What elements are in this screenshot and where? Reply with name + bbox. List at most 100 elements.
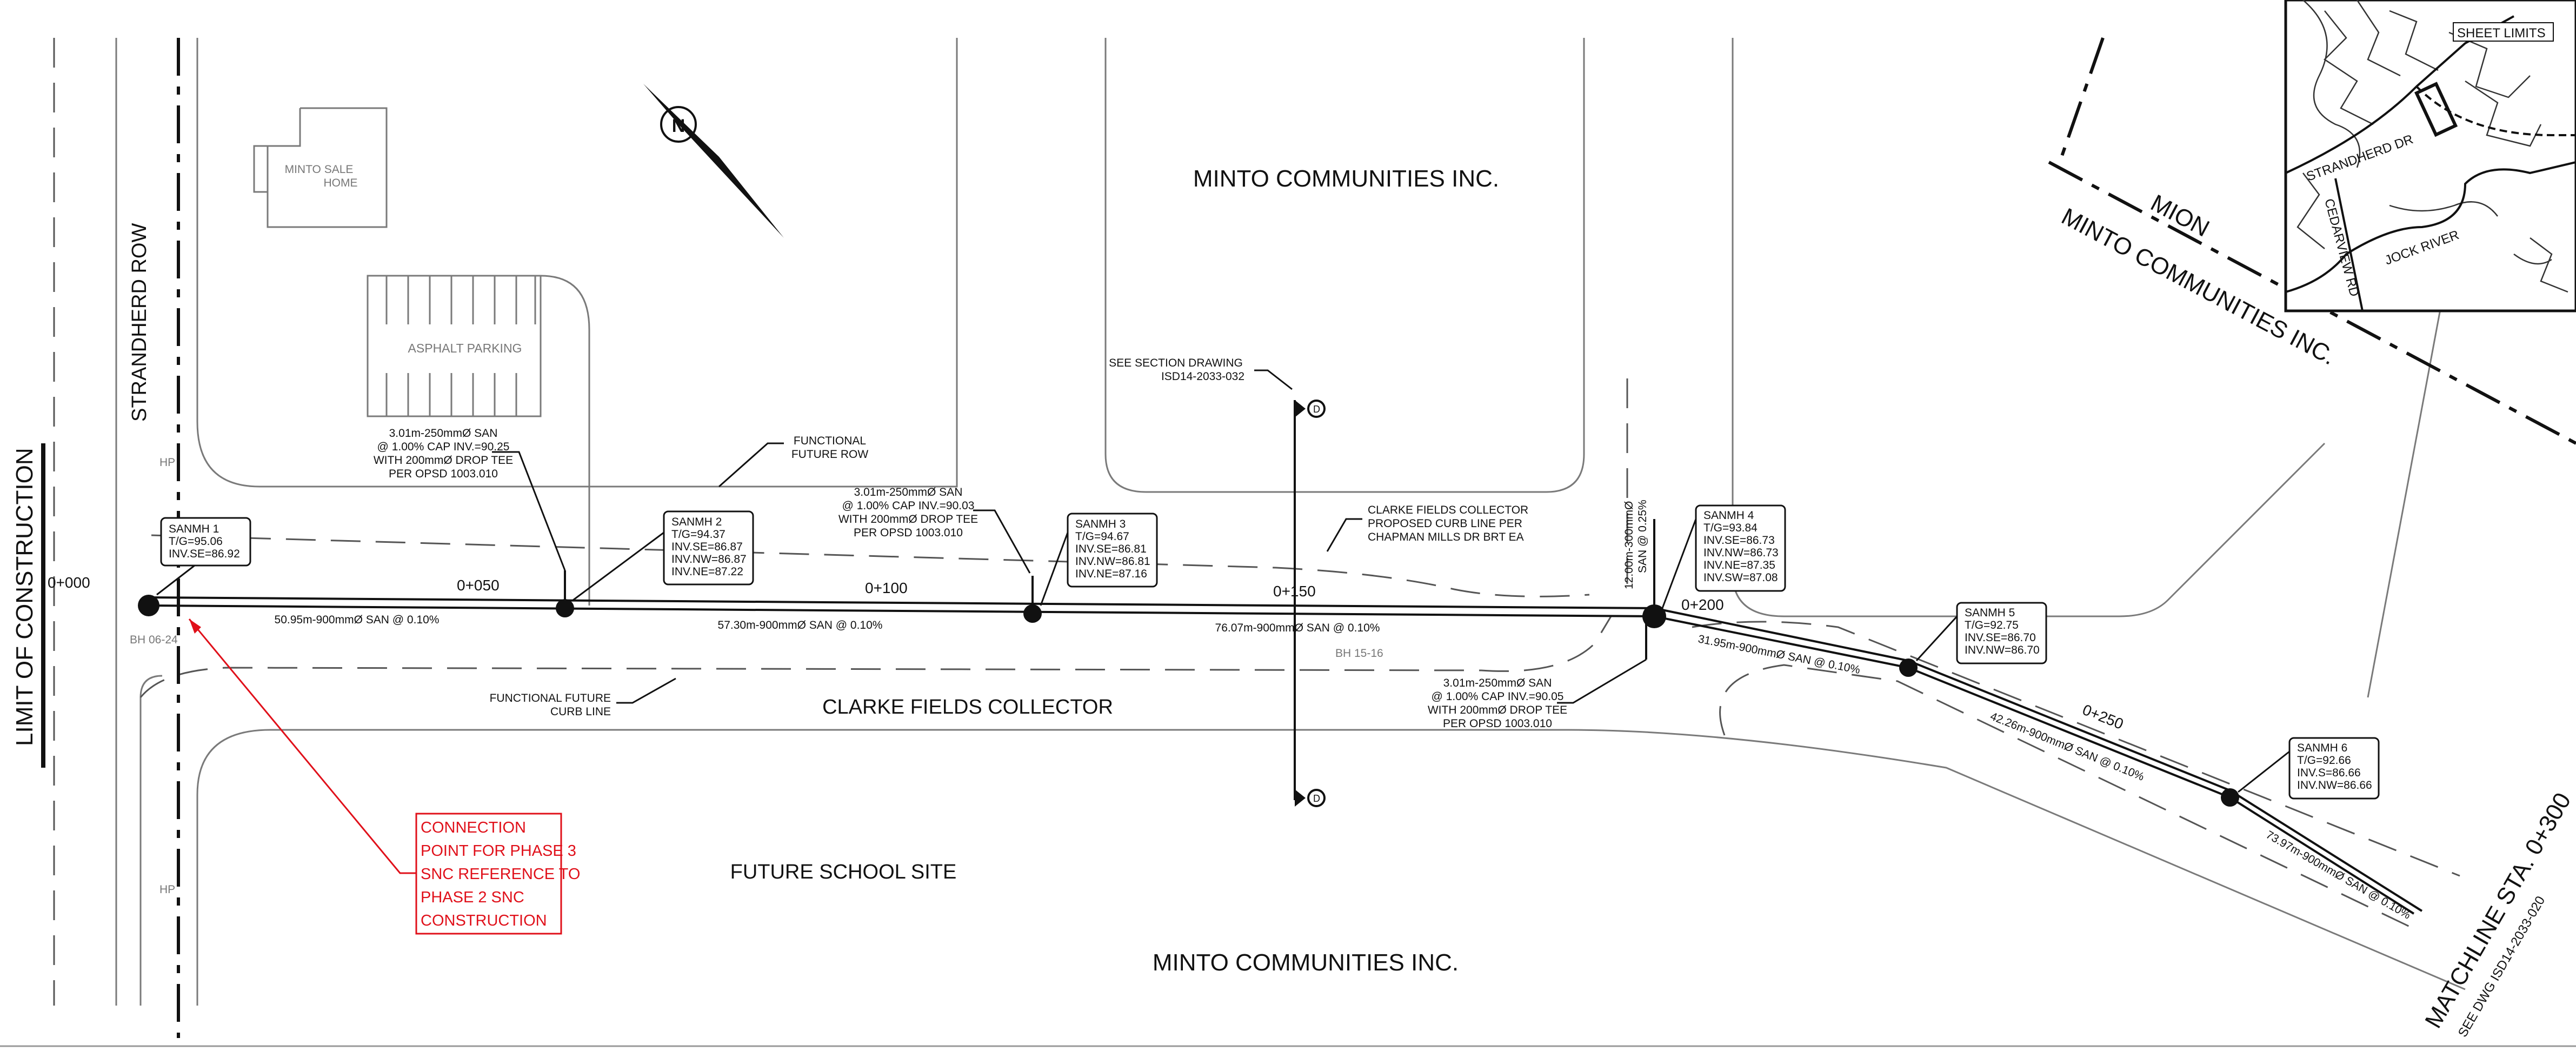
functional-row-note: FUNCTIONAL	[794, 435, 866, 447]
manhole-3-symbol	[1023, 604, 1042, 623]
leader-line	[1254, 369, 1293, 390]
svg-text:@ 1.00% CAP INV.=90.05: @ 1.00% CAP INV.=90.05	[1432, 690, 1564, 703]
leader-line	[718, 442, 784, 488]
leader-line	[1326, 518, 1362, 552]
svg-text:12.00m-300mmØ: 12.00m-300mmØ	[1623, 501, 1635, 589]
owner-label-top: MINTO COMMUNITIES INC.	[1193, 165, 1499, 192]
manhole-symbols	[138, 595, 2239, 807]
see-section-note: ISD14-2033-032	[1161, 370, 1244, 383]
svg-text:3.01m-250mmØ SAN: 3.01m-250mmØ SAN	[1443, 677, 1552, 689]
svg-text:T/G=92.75: T/G=92.75	[1965, 619, 2019, 631]
hp-label: HP	[159, 456, 175, 469]
svg-text:INV.SW=87.08: INV.SW=87.08	[1703, 571, 1778, 584]
svg-text:INV.SE=86.87: INV.SE=86.87	[671, 541, 743, 553]
drop-tee-note-2: 3.01m-250mmØ SAN @ 1.00% CAP INV.=90.03 …	[838, 486, 1031, 574]
svg-text:@ 1.00% CAP INV.=90.25: @ 1.00% CAP INV.=90.25	[377, 441, 510, 453]
svg-text:INV.NE=87.22: INV.NE=87.22	[671, 566, 743, 578]
manhole-1-symbol	[138, 595, 159, 616]
svg-text:INV.SE=86.92: INV.SE=86.92	[169, 548, 240, 560]
functional-curb-note: CURB LINE	[550, 706, 611, 718]
svg-text:SANMH 5: SANMH 5	[1965, 607, 2015, 619]
svg-text:3.01m-250mmØ SAN: 3.01m-250mmØ SAN	[389, 427, 498, 440]
pipe-labels: 50.95m-900mmØ SAN @ 0.10% 57.30m-900mmØ …	[275, 614, 2413, 922]
north-arrow-icon: N	[643, 84, 784, 238]
station-label: 0+100	[865, 580, 908, 596]
matchline-label: MATCHLINE STA. 0+300	[2420, 788, 2576, 1033]
hp-label: HP	[159, 883, 175, 896]
manhole-6-symbol	[2221, 788, 2239, 807]
manhole-2-symbol	[556, 599, 574, 617]
strandherd-row-label: STRANDHERD ROW	[128, 223, 151, 422]
svg-text:WITH 200mmØ DROP TEE: WITH 200mmØ DROP TEE	[374, 454, 513, 467]
manhole-callout-4: SANMH 4 T/G=93.84 INV.SE=86.73 INV.NW=86…	[1661, 504, 1786, 609]
pipe-label: 50.95m-900mmØ SAN @ 0.10%	[275, 614, 440, 626]
drop-tee-note-3: 3.01m-250mmØ SAN @ 1.00% CAP INV.=90.05 …	[1428, 658, 1647, 730]
owner-label-bottom: MINTO COMMUNITIES INC.	[1153, 949, 1459, 976]
manhole-4-symbol	[1642, 604, 1666, 628]
svg-text:@ 1.00% CAP INV.=90.03: @ 1.00% CAP INV.=90.03	[842, 500, 975, 512]
pipe-label: 57.30m-900mmØ SAN @ 0.10%	[718, 619, 883, 631]
svg-text:SANMH 6: SANMH 6	[2297, 742, 2347, 754]
section-marker-icon	[1295, 400, 1326, 807]
manhole-5-symbol	[1899, 658, 1918, 677]
curb-line-note: PROPOSED CURB LINE PER	[1368, 517, 1522, 530]
svg-text:INV.NW=86.66: INV.NW=86.66	[2297, 779, 2372, 791]
borehole-label: BH 15-16	[1335, 647, 1383, 660]
curb-line-note: CHAPMAN MILLS DR BRT EA	[1368, 531, 1524, 543]
station-label: 0+000	[48, 574, 90, 591]
svg-text:PHASE 2 SNC: PHASE 2 SNC	[421, 889, 524, 906]
manhole-callout-2: SANMH 2 T/G=94.37 INV.SE=86.87 INV.NW=86…	[573, 510, 754, 601]
svg-text:INV.NW=86.81: INV.NW=86.81	[1075, 555, 1150, 568]
sale-home	[253, 107, 590, 606]
dashed-lines	[53, 38, 2460, 1006]
vertical-pipe-note: 12.00m-300mmØ SAN @ 0.25%	[1623, 500, 1649, 589]
pipe-label: 76.07m-900mmØ SAN @ 0.10%	[1215, 622, 1380, 634]
future-school-label: FUTURE SCHOOL SITE	[730, 861, 957, 883]
svg-text:INV.SE=86.73: INV.SE=86.73	[1703, 534, 1775, 547]
svg-text:PER OPSD 1003.010: PER OPSD 1003.010	[854, 527, 963, 539]
svg-text:CONSTRUCTION: CONSTRUCTION	[421, 912, 547, 929]
manhole-callout-1: SANMH 1 T/G=95.06 INV.SE=86.92	[156, 517, 251, 596]
svg-text:POINT FOR PHASE 3: POINT FOR PHASE 3	[421, 842, 576, 860]
station-label: 0+200	[1681, 596, 1724, 613]
station-label: 0+150	[1273, 583, 1316, 600]
limit-label: LIMIT OF CONSTRUCTION	[11, 448, 38, 746]
drop-tee-note-1: 3.01m-250mmØ SAN @ 1.00% CAP INV.=90.25 …	[374, 427, 566, 571]
collector-label: CLARKE FIELDS COLLECTOR	[822, 696, 1113, 719]
sale-home-label: MINTO SALE	[285, 163, 354, 176]
svg-text:SANMH 2: SANMH 2	[671, 516, 722, 528]
functional-row-note: FUTURE ROW	[791, 448, 868, 461]
pipe-label: 73.97m-900mmØ SAN @ 0.10%	[2264, 828, 2413, 921]
svg-text:INV.NE=87.16: INV.NE=87.16	[1075, 568, 1147, 580]
svg-text:SANMH 4: SANMH 4	[1703, 509, 1754, 522]
borehole-label: BH 06-24	[130, 634, 178, 646]
svg-text:T/G=94.67: T/G=94.67	[1075, 530, 1129, 543]
svg-text:SHEET LIMITS: SHEET LIMITS	[2457, 26, 2546, 41]
leader-line	[616, 677, 676, 704]
svg-text:3.01m-250mmØ SAN: 3.01m-250mmØ SAN	[854, 486, 963, 498]
asphalt-label: ASPHALT PARKING	[408, 341, 522, 355]
svg-text:SANMH 1: SANMH 1	[169, 523, 219, 535]
svg-text:INV.S=86.66: INV.S=86.66	[2297, 767, 2361, 779]
svg-text:SNC REFERENCE TO: SNC REFERENCE TO	[421, 866, 580, 883]
functional-curb-note: FUNCTIONAL FUTURE	[490, 692, 611, 704]
svg-text:WITH 200mmØ DROP TEE: WITH 200mmØ DROP TEE	[1428, 704, 1567, 716]
svg-text:T/G=93.84: T/G=93.84	[1703, 522, 1758, 534]
svg-text:INV.NW=86.87: INV.NW=86.87	[671, 553, 747, 566]
svg-text:INV.NW=86.70: INV.NW=86.70	[1965, 644, 2040, 656]
svg-text:T/G=94.37: T/G=94.37	[671, 528, 725, 541]
see-section-note: SEE SECTION DRAWING	[1109, 357, 1243, 369]
station-label: 0+250	[2080, 701, 2126, 733]
svg-text:T/G=92.66: T/G=92.66	[2297, 754, 2351, 767]
manhole-callout-3: SANMH 3 T/G=94.67 INV.SE=86.81 INV.NW=86…	[1040, 513, 1158, 606]
svg-text:WITH 200mmØ DROP TEE: WITH 200mmØ DROP TEE	[838, 513, 978, 526]
manhole-callout-5: SANMH 5 T/G=92.75 INV.SE=86.70 INV.NW=86…	[1915, 602, 2047, 664]
svg-text:SAN @ 0.25%: SAN @ 0.25%	[1636, 500, 1649, 573]
svg-text:CONNECTION: CONNECTION	[421, 819, 526, 836]
key-map: SHEET LIMITS STRANDHERD DR CEDARVIEW RD …	[2284, 0, 2576, 312]
curb-line-note: CLARKE FIELDS COLLECTOR	[1368, 504, 1528, 516]
pipe-label: 31.95m-900mmØ SAN @ 0.10%	[1697, 633, 1861, 676]
drop-pipes	[564, 400, 1655, 800]
manhole-callout-6: SANMH 6 T/G=92.66 INV.S=86.66 INV.NW=86.…	[2238, 737, 2380, 800]
